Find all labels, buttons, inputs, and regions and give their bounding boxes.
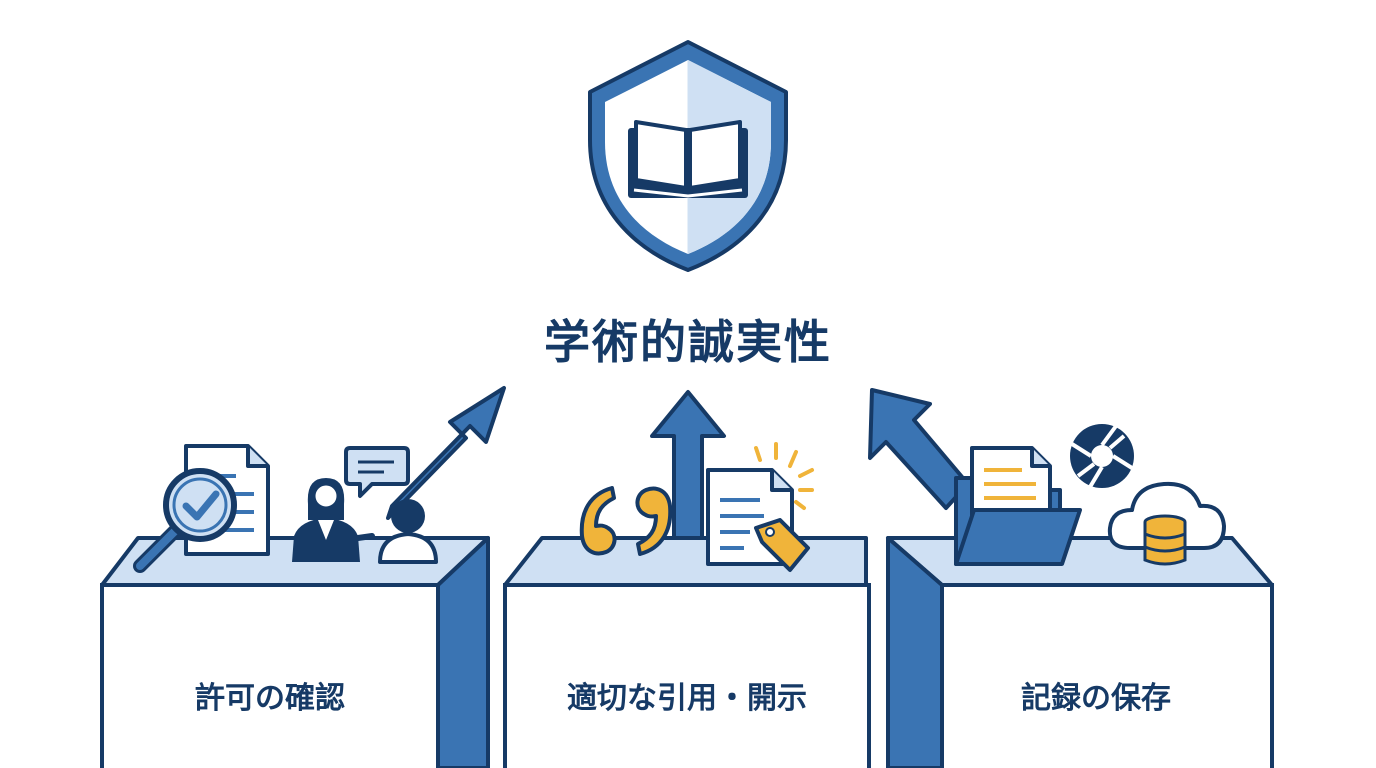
cloud-database-icon: [1107, 481, 1226, 566]
diagram-title: 学術的誠実性: [544, 315, 832, 369]
arrow-right-icon: [868, 388, 970, 510]
pillar-3-label: 記録の保存: [1021, 681, 1171, 716]
aperture-icon: [1070, 424, 1134, 489]
pillar-2-label: 適切な引用・開示: [567, 681, 807, 716]
document-tag-icon: [706, 468, 810, 572]
arrow-left-icon: [386, 386, 506, 520]
arrow-center-icon: [650, 390, 726, 542]
speech-bubble-icon: [344, 446, 410, 498]
pillar-1-label: 許可の確認: [195, 681, 345, 716]
sparkle-icon: [754, 442, 814, 510]
pillar-2: 適切な引用・開示: [503, 536, 871, 768]
magnifier-check-icon: [133, 468, 237, 573]
pillar-1: 許可の確認: [100, 536, 490, 768]
pillar-3: 記録の保存: [886, 536, 1274, 768]
shield-book-icon: [588, 40, 788, 272]
folder-document-icon: [954, 446, 1082, 566]
person-icon: [292, 478, 438, 564]
quote-marks-icon: [579, 486, 673, 556]
